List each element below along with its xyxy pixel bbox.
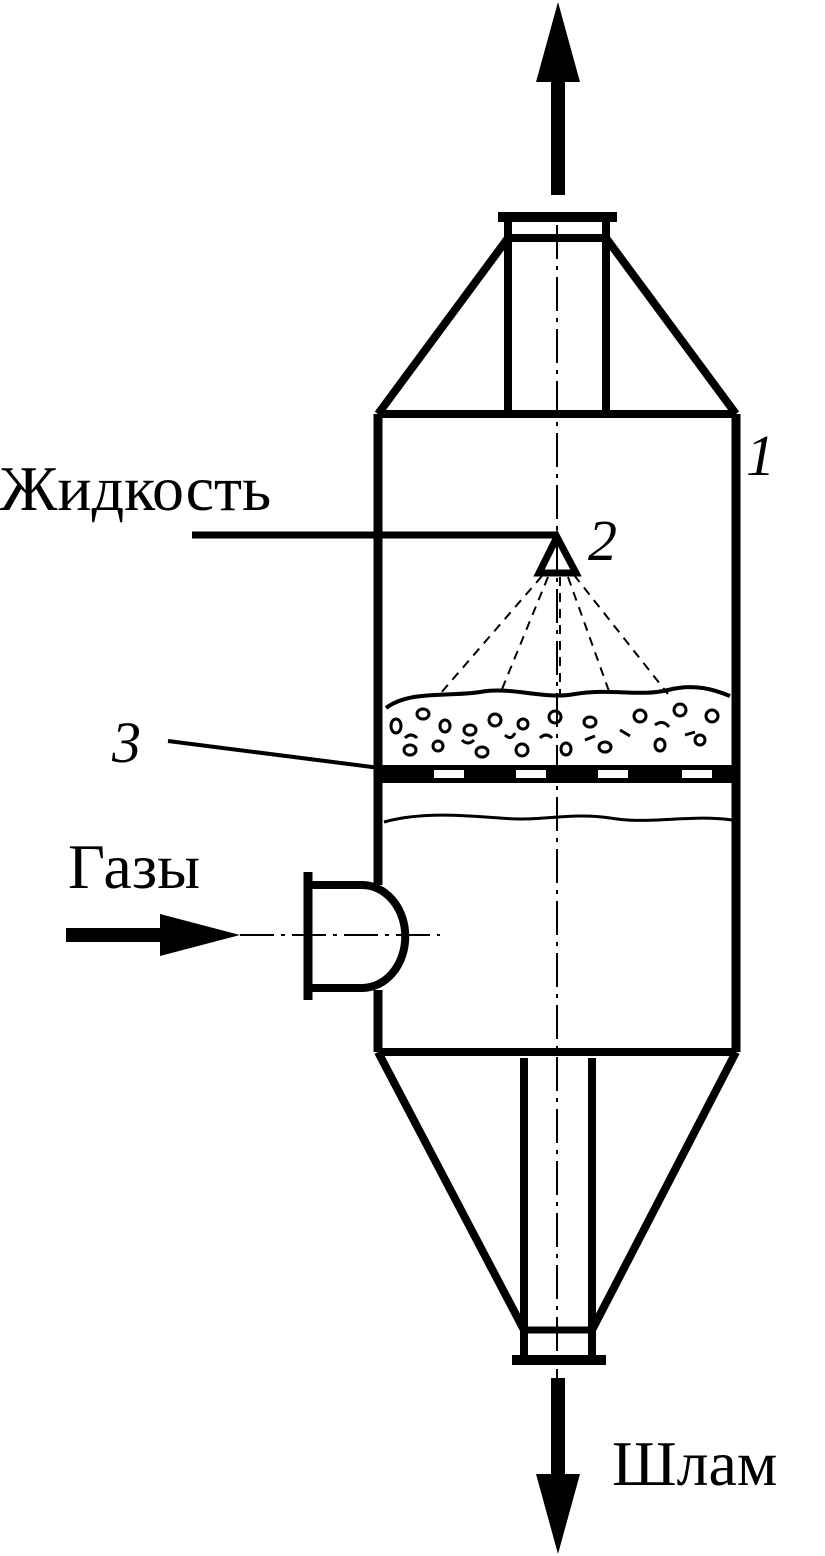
sludge-label: Шлам [612, 1428, 777, 1499]
foam-surface [384, 685, 731, 710]
sludge-outlet-arrow [536, 1378, 580, 1554]
gases-label: Газы [68, 831, 200, 902]
grid-number: 3 [111, 710, 141, 775]
grid-leader-line [167, 739, 381, 770]
top-outlet-arrow [536, 2, 580, 195]
scrubber-body [373, 414, 741, 1056]
gas-inlet-arrow [66, 914, 240, 956]
foam-bubbles [389, 702, 720, 759]
body-number: 1 [746, 423, 775, 488]
spray-nozzle-icon [533, 529, 582, 577]
bottom-cone [374, 1050, 740, 1332]
perforated-grid [378, 765, 736, 783]
gas-liquid-interface [383, 813, 733, 824]
nozzle-number: 2 [588, 508, 617, 573]
bottom-outlet-pipe [512, 1058, 606, 1365]
liquid-label: Жидкость [0, 453, 271, 524]
spray-jets [439, 574, 669, 695]
